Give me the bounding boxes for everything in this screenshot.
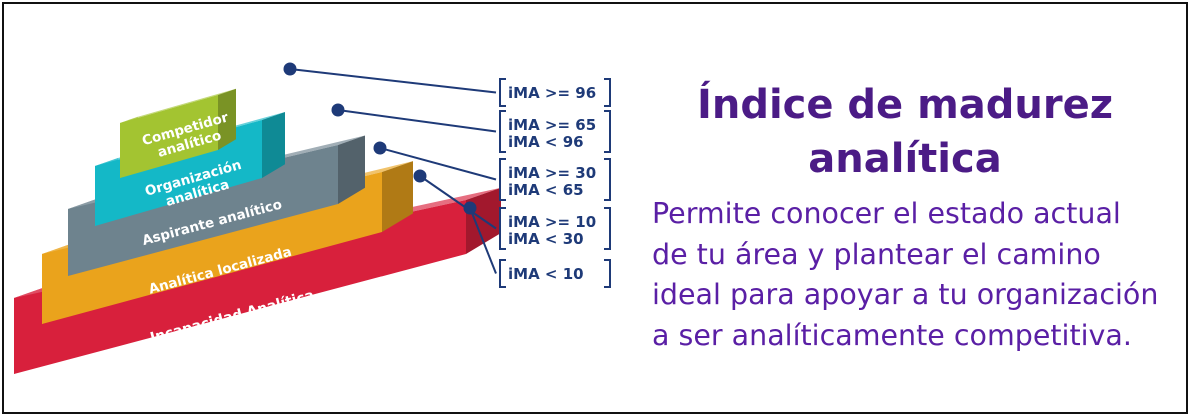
connector-dot [413, 169, 427, 183]
level-top-face [120, 88, 236, 123]
description-line-3: ideal para apoyar a tu organización [652, 278, 1159, 311]
level-front-face [120, 95, 218, 178]
description-line-4: a ser analíticamente competitiva. [652, 318, 1132, 352]
level-right-face [218, 88, 236, 150]
connector-dot [283, 62, 297, 76]
range-label: iMA >= 96 [508, 84, 596, 102]
range-bracket-5: iMA < 10 [463, 201, 611, 288]
range-label: iMA < 10 [508, 265, 584, 283]
connector-line [289, 68, 497, 94]
range-label: iMA < 30 [508, 230, 584, 248]
title-line-2: analítica [808, 136, 1002, 182]
level-right-face [338, 135, 365, 204]
bracket-left [499, 259, 506, 288]
connector-line [379, 147, 497, 181]
level-right-face [382, 161, 413, 232]
connector-dot [331, 103, 345, 117]
bracket-right [604, 259, 611, 288]
range-label: iMA >= 30 [508, 164, 596, 182]
bracket-right [604, 158, 611, 201]
bracket-left [499, 158, 506, 201]
bracket-left [499, 207, 506, 250]
range-label: iMA < 65 [508, 181, 584, 199]
level-right-face [262, 111, 285, 178]
bracket-left [499, 78, 506, 107]
bracket-right [604, 207, 611, 250]
description-line-2: de tu área y plantear el camino [652, 237, 1101, 271]
connector-dot [463, 201, 477, 215]
bracket-right [604, 78, 611, 107]
range-label: iMA >= 65 [508, 116, 596, 134]
description-text: Permite conocer el estado actual de tu á… [652, 194, 1192, 356]
description-line-1: Permite conocer el estado actual [652, 197, 1121, 230]
bracket-left [499, 110, 506, 153]
connector-line [419, 175, 497, 230]
level-front-face [68, 145, 338, 276]
title-line-1: Índice de madurez [696, 82, 1114, 128]
connector-dot [373, 141, 387, 155]
range-label: iMA >= 10 [508, 213, 596, 231]
bracket-right [604, 110, 611, 153]
range-label: iMA < 96 [508, 133, 584, 151]
range-bracket-1: iMA >= 96 [283, 62, 611, 107]
page-title: Índice de madurez analítica [680, 78, 1130, 186]
connector-line [469, 207, 497, 274]
level-front-face [14, 200, 466, 374]
pyramid-level-1: Competidoranalítico [120, 88, 236, 178]
connector-line [337, 109, 497, 133]
